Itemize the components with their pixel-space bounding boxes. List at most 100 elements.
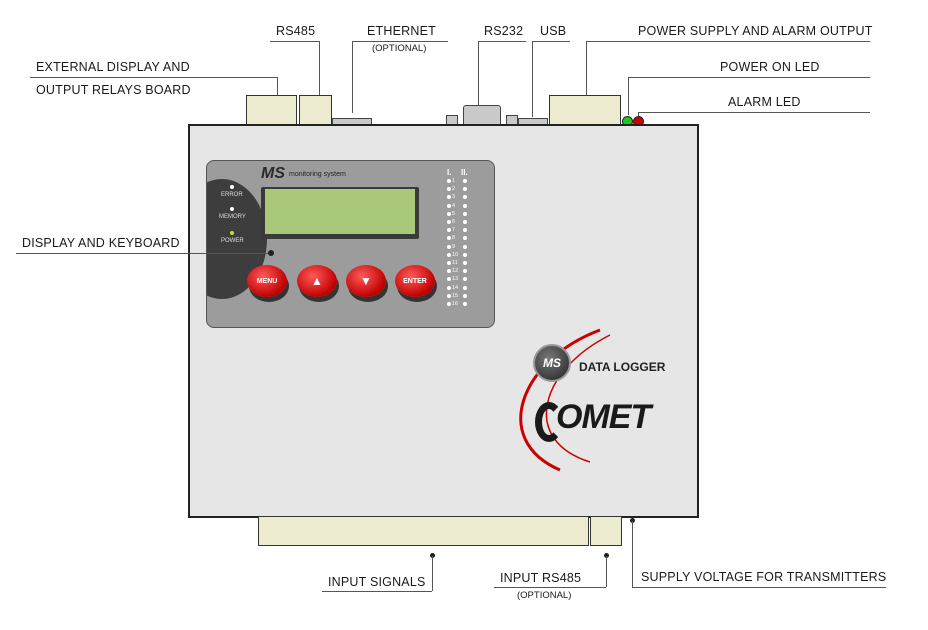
memory-led (230, 207, 234, 211)
channel-led-ii (463, 277, 467, 282)
channel-led-ii (463, 302, 467, 306)
channel-led-ii (463, 244, 467, 249)
data-logger-label: DATA LOGGER (579, 360, 666, 374)
power-on-led-leader-h (628, 77, 870, 78)
channel-led-ii (463, 195, 467, 200)
channel-number: 10 (452, 251, 459, 258)
channel-led-ii (463, 211, 467, 216)
input-signals-connector (258, 516, 589, 546)
rs485-label: RS485 (276, 24, 316, 38)
rs232-leader-h (478, 41, 526, 42)
channel-led-i (447, 293, 451, 298)
display-keyboard-panel: MS monitoring system ERROR MEMORY POWER … (206, 160, 495, 328)
display-keyboard-leader (16, 253, 272, 254)
down-button[interactable]: ▼ (346, 265, 386, 297)
power-supply-leader-v (586, 41, 587, 95)
channel-led-i (447, 179, 451, 183)
channel-led-i (447, 203, 451, 208)
channel-led-i (447, 187, 451, 192)
input-rs485-leader-v (606, 556, 607, 587)
rs232-leader-v (478, 41, 479, 105)
channel-number: 11 (452, 260, 458, 266)
channel-led-ii (463, 220, 467, 224)
input-signals-leader-h (322, 591, 432, 592)
channel-led-i (447, 252, 451, 257)
rs232-label: RS232 (484, 24, 524, 38)
channel-led-ii (463, 293, 467, 298)
channel-number: 1 (452, 178, 456, 184)
external-display-leader-v (277, 77, 278, 95)
power-supply-label: POWER SUPPLY AND ALARM OUTPUT (638, 24, 873, 38)
channel-led-i (447, 220, 451, 224)
power-status-led (230, 231, 234, 235)
input-rs485-optional-label: (OPTIONAL) (517, 590, 572, 601)
usb-leader-h (532, 41, 570, 42)
input-signals-dot (430, 553, 435, 558)
channel-led-ii (463, 261, 467, 265)
power-on-led-leader-v (628, 77, 629, 115)
input-rs485-dot (604, 553, 609, 558)
channel-led-i (447, 269, 451, 274)
up-button[interactable]: ▲ (297, 265, 337, 297)
panel-brand-text: monitoring system (289, 171, 346, 178)
channel-led-i (447, 285, 451, 290)
input-rs485-connector (590, 516, 622, 546)
channel-led-ii (463, 203, 467, 208)
ethernet-leader-h (352, 41, 448, 42)
error-led (230, 185, 234, 189)
ms-badge: MS (533, 344, 571, 382)
channel-led-ii (463, 252, 467, 257)
error-status-label: ERROR (221, 192, 243, 198)
channel-led-i (447, 302, 451, 306)
memory-status-label: MEMORY (219, 214, 246, 220)
menu-button[interactable]: MENU (247, 265, 287, 297)
supply-voltage-dot (630, 518, 635, 523)
channel-led-i (447, 211, 451, 216)
supply-voltage-label: SUPPLY VOLTAGE FOR TRANSMITTERS (641, 570, 887, 584)
channel-number: 4 (452, 202, 456, 209)
external-display-label-2: OUTPUT RELAYS BOARD (36, 83, 191, 97)
channel-led-ii (463, 187, 467, 192)
enter-button[interactable]: ENTER (395, 265, 435, 297)
channel-led-i (447, 236, 451, 241)
ethernet-leader-v (352, 41, 353, 113)
rs485-leader-h (270, 41, 320, 42)
external-display-label-1: EXTERNAL DISPLAY AND (36, 60, 190, 74)
rs485-leader-v (319, 41, 320, 95)
supply-voltage-leader-h (632, 587, 886, 588)
channel-number: 13 (452, 276, 459, 283)
channel-led-i (447, 277, 451, 282)
channel-led-i (447, 261, 451, 265)
external-display-leader-h (30, 77, 278, 78)
alarm-led-leader-h (638, 112, 870, 113)
channel-led-i (447, 228, 451, 233)
lcd-screen (265, 189, 415, 234)
usb-leader-v (532, 41, 533, 117)
ethernet-optional-label: (OPTIONAL) (372, 43, 427, 54)
channel-number: 7 (452, 227, 456, 234)
power-status-label: POWER (221, 238, 244, 244)
alarm-led-label: ALARM LED (728, 95, 801, 109)
channel-number: 3 (452, 194, 456, 201)
alarm-led-leader-v (638, 112, 639, 117)
supply-voltage-leader-v (632, 521, 633, 587)
channel-led-i (447, 244, 451, 249)
channel-number: 14 (452, 284, 459, 291)
channel-number: 2 (452, 186, 456, 193)
channel-led-i (447, 195, 451, 200)
ethernet-label: ETHERNET (367, 24, 436, 38)
channel-number: 5 (452, 210, 456, 217)
channel-number: 16 (452, 301, 459, 307)
channel-number: 15 (452, 292, 459, 299)
channel-led-ii (463, 179, 467, 183)
channel-header-2: II. (461, 168, 468, 177)
channel-number: 12 (452, 268, 459, 275)
comet-c-mark (535, 402, 563, 442)
channel-number: 9 (452, 243, 456, 250)
input-signals-leader-v (432, 556, 433, 591)
power-supply-leader-h (586, 41, 870, 42)
channel-number: 8 (452, 235, 456, 242)
power-on-led-label: POWER ON LED (720, 60, 820, 74)
usb-label: USB (540, 24, 567, 38)
input-signals-label: INPUT SIGNALS (328, 575, 426, 589)
